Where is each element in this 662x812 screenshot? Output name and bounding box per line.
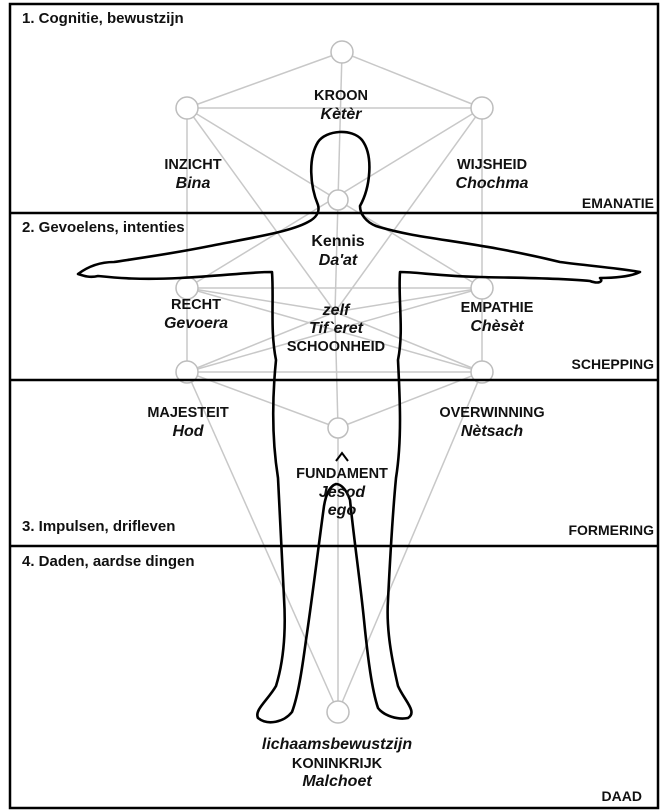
sefira-inzicht-hebrew: Bina	[176, 175, 211, 193]
world-label-schepping: SCHEPPING	[572, 356, 654, 372]
sefira-recht-name: RECHT	[171, 297, 221, 313]
world-label-formering: FORMERING	[568, 522, 654, 538]
sefira-empathie-hebrew: Chèsèt	[470, 318, 523, 336]
sefira-koninkrijk-extra: lichaamsbewustzijn	[262, 736, 412, 754]
sefira-majesteit-name: MAJESTEIT	[147, 405, 228, 421]
sefira-kennis-name: Kennis	[311, 233, 364, 251]
sefira-wijsheid-hebrew: Chochma	[456, 175, 529, 193]
zone-label-deeds: 4. Daden, aardse dingen	[22, 553, 195, 570]
sefira-overwinning-hebrew: Nètsach	[461, 423, 523, 441]
sefira-schoonheid-hebrew: Tif`eret	[309, 320, 363, 338]
world-label-daad: DAAD	[602, 788, 642, 804]
sefira-schoonheid-extra: zelf	[323, 302, 350, 320]
sefira-schoonheid-name: SCHOONHEID	[287, 339, 385, 355]
sefira-wijsheid-name: WIJSHEID	[457, 157, 527, 173]
sefira-empathie-name: EMPATHIE	[461, 300, 534, 316]
sefira-fundament-name: FUNDAMENT	[296, 466, 388, 482]
sefira-koninkrijk-hebrew: Malchoet	[302, 773, 371, 791]
sefira-kroon-name: KROON	[314, 88, 368, 104]
sefira-majesteit-hebrew: Hod	[172, 423, 203, 441]
sefira-kennis-hebrew: Da'at	[319, 252, 357, 270]
sefirot-network	[187, 52, 482, 712]
sefira-koninkrijk-name: KONINKRIJK	[292, 756, 382, 772]
zone-label-impulses: 3. Impulsen, drifleven	[22, 518, 175, 535]
sefira-overwinning-name: OVERWINNING	[439, 405, 544, 421]
diagram-border	[10, 4, 658, 808]
sefira-fundament-extra: ego	[328, 502, 356, 520]
sefirot-nodes	[176, 41, 493, 723]
zone-label-cognition: 1. Cognitie, bewustzijn	[22, 10, 184, 27]
zone-label-feelings: 2. Gevoelens, intenties	[22, 219, 185, 236]
sefira-kroon-hebrew: Kètèr	[321, 106, 362, 124]
sefira-inzicht-name: INZICHT	[164, 157, 221, 173]
world-label-emanatie: EMANATIE	[582, 195, 654, 211]
sefira-fundament-hebrew: Jesod	[319, 484, 365, 502]
sefira-recht-hebrew: Gevoera	[164, 315, 228, 333]
